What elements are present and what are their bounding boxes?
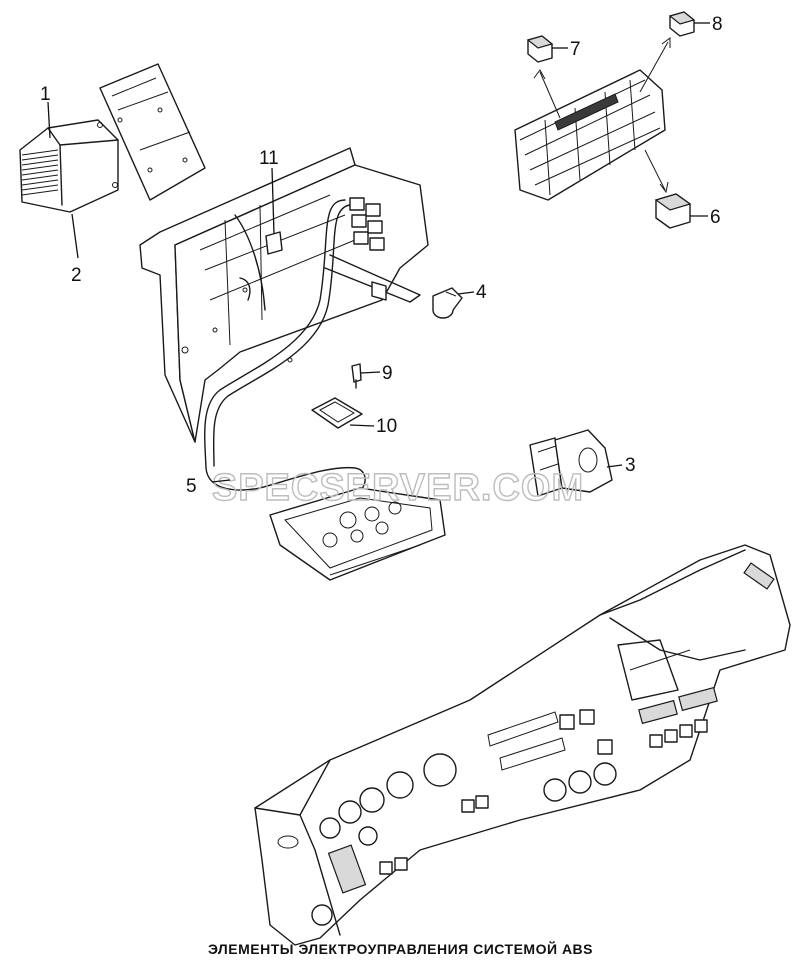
callout-5: 5 xyxy=(186,476,197,497)
callout-1: 1 xyxy=(40,84,51,105)
callout-4: 4 xyxy=(476,282,487,303)
callout-9: 9 xyxy=(382,363,393,384)
dashboard xyxy=(254,544,791,946)
callout-8: 8 xyxy=(712,14,723,35)
callout-2: 2 xyxy=(71,265,82,286)
fuse-relay-box xyxy=(514,69,666,201)
mounting-bracket-panel xyxy=(139,147,429,443)
wiring-harness xyxy=(204,199,366,546)
relay-7 xyxy=(526,35,554,63)
harness-clip xyxy=(265,231,283,255)
fixing-bolt xyxy=(351,363,362,389)
console-plate xyxy=(269,487,446,581)
watermark: SPECSERVER.COM xyxy=(212,467,584,509)
mounting-plate xyxy=(99,63,206,201)
callouts: 1 2 3 4 5 6 7 8 9 10 11 xyxy=(40,14,723,497)
callout-7: 7 xyxy=(570,39,581,60)
heat-sink-fins xyxy=(21,149,59,196)
assembly-arrows xyxy=(533,37,671,194)
abs-switch-block xyxy=(529,429,613,497)
abs-control-unit xyxy=(19,119,119,213)
relay-6 xyxy=(654,193,692,229)
callout-10: 10 xyxy=(376,416,397,437)
warning-buzzer xyxy=(432,287,463,319)
callout-3: 3 xyxy=(625,455,636,476)
diagram-caption: ЭЛЕМЕНТЫ ЭЛЕКТРОУПРАВЛЕНИЯ СИСТЕМОЙ ABS xyxy=(208,941,593,957)
callout-6: 6 xyxy=(710,207,721,228)
callout-11: 11 xyxy=(259,148,279,169)
gasket-plate xyxy=(311,397,363,429)
relay-8 xyxy=(668,11,696,37)
